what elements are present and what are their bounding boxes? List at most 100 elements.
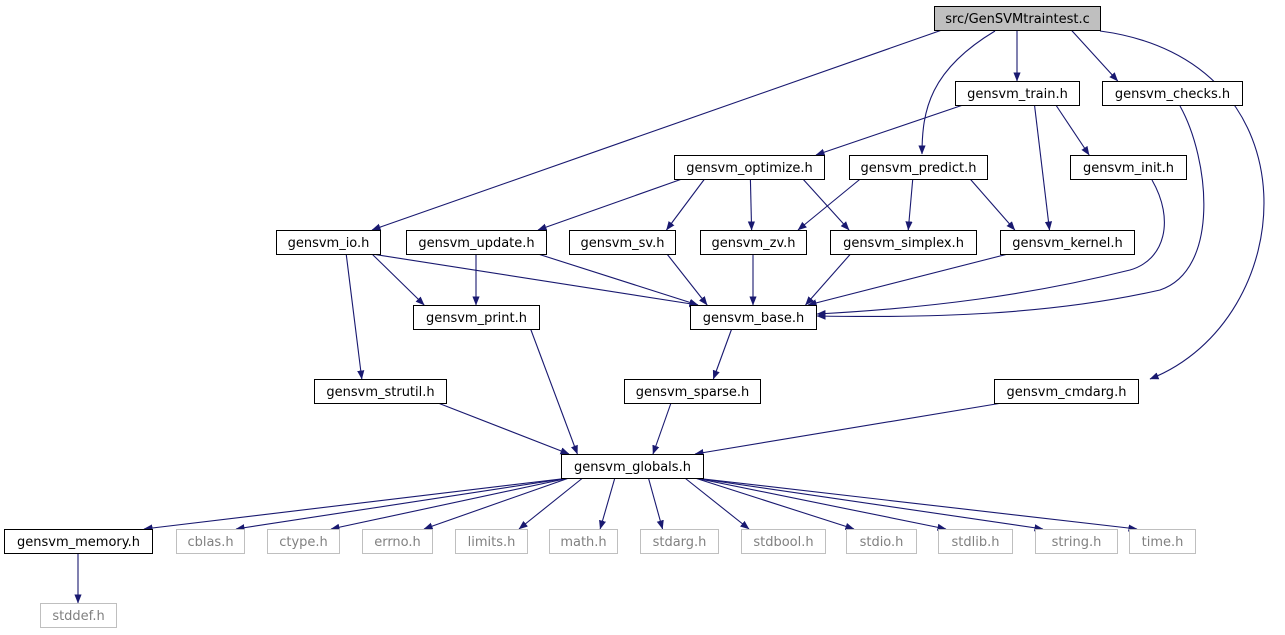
node-stdio: stdio.h — [846, 529, 917, 554]
node-box — [955, 81, 1080, 106]
edge-globals-to-stdarg — [647, 477, 664, 530]
node-box — [4, 529, 153, 554]
edge-cmdarg-to-globals — [694, 402, 1003, 457]
node-box — [1000, 230, 1135, 255]
edge-simplex-to-base — [805, 253, 851, 306]
node-label: gensvm_optimize.h — [686, 161, 813, 176]
node-label: stdbool.h — [753, 535, 813, 550]
node-label: gensvm_sv.h — [581, 236, 665, 251]
node-print[interactable]: gensvm_print.h — [413, 305, 540, 330]
edge-print-to-globals — [530, 328, 578, 455]
node-label: limits.h — [468, 535, 516, 550]
node-label: gensvm_init.h — [1083, 161, 1174, 176]
node-stdbool: stdbool.h — [741, 529, 826, 554]
node-label: gensvm_cmdarg.h — [1007, 385, 1127, 400]
node-box — [549, 529, 618, 554]
node-base[interactable]: gensvm_base.h — [690, 305, 817, 330]
node-cmdarg[interactable]: gensvm_cmdarg.h — [994, 379, 1139, 404]
node-box — [700, 230, 807, 255]
node-memory[interactable]: gensvm_memory.h — [4, 529, 153, 554]
edge-checks-to-base — [816, 105, 1205, 320]
node-box — [561, 454, 704, 479]
node-zv[interactable]: gensvm_zv.h — [700, 230, 807, 255]
node-box — [1102, 81, 1243, 106]
edge-init-to-base — [816, 179, 1165, 318]
node-label: gensvm_strutil.h — [326, 385, 434, 400]
node-label: gensvm_update.h — [418, 236, 534, 251]
node-io[interactable]: gensvm_io.h — [276, 230, 381, 255]
edge-sv-to-base — [666, 253, 708, 306]
node-box — [455, 529, 528, 554]
node-limits: limits.h — [455, 529, 528, 554]
node-box — [624, 379, 761, 404]
node-ctype: ctype.h — [267, 529, 340, 554]
edge-globals-to-stdbool — [684, 477, 750, 530]
node-box — [1129, 529, 1196, 554]
edge-root-to-io — [371, 29, 943, 231]
node-box — [1070, 155, 1187, 180]
node-stddef: stddef.h — [40, 603, 117, 628]
edge-globals-to-limits — [518, 477, 583, 530]
edge-train-to-optimize — [815, 104, 964, 156]
node-simplex[interactable]: gensvm_simplex.h — [830, 230, 977, 255]
node-box — [849, 155, 988, 180]
edge-base-to-sparse — [712, 328, 733, 380]
node-label: gensvm_zv.h — [712, 236, 796, 251]
node-box — [40, 603, 117, 628]
node-label: stdio.h — [860, 535, 904, 550]
node-checks[interactable]: gensvm_checks.h — [1102, 81, 1243, 106]
node-label: ctype.h — [279, 535, 328, 550]
node-label: gensvm_simplex.h — [843, 236, 964, 251]
node-strutil[interactable]: gensvm_strutil.h — [314, 379, 447, 404]
node-predict[interactable]: gensvm_predict.h — [849, 155, 988, 180]
edge-train-to-kernel — [1033, 104, 1053, 231]
node-label: src/GenSVMtraintest.c — [945, 12, 1090, 27]
edge-io-to-strutil — [345, 253, 365, 380]
node-label: gensvm_memory.h — [17, 535, 140, 550]
node-box — [741, 529, 826, 554]
node-cblas: cblas.h — [176, 529, 245, 554]
node-label: gensvm_io.h — [288, 236, 370, 251]
node-box — [406, 230, 547, 255]
edge-globals-to-errno — [423, 477, 570, 530]
node-box — [830, 230, 977, 255]
node-box — [569, 230, 676, 255]
node-label: gensvm_train.h — [967, 87, 1068, 102]
node-label: gensvm_base.h — [703, 311, 804, 326]
edge-globals-to-cblas — [235, 477, 570, 532]
node-box — [276, 230, 381, 255]
node-kernel[interactable]: gensvm_kernel.h — [1000, 230, 1135, 255]
node-globals[interactable]: gensvm_globals.h — [561, 454, 704, 479]
node-root[interactable]: src/GenSVMtraintest.c — [934, 6, 1101, 31]
edge-predict-to-zv — [797, 178, 861, 231]
edge-io-to-print — [371, 253, 425, 306]
node-label: stdarg.h — [653, 535, 707, 550]
node-train[interactable]: gensvm_train.h — [955, 81, 1080, 106]
node-sparse[interactable]: gensvm_sparse.h — [624, 379, 761, 404]
node-label: string.h — [1052, 535, 1102, 550]
node-errno: errno.h — [362, 529, 433, 554]
node-init[interactable]: gensvm_init.h — [1070, 155, 1187, 180]
node-label: time.h — [1142, 535, 1184, 550]
node-label: gensvm_globals.h — [574, 460, 691, 475]
node-sv[interactable]: gensvm_sv.h — [569, 230, 676, 255]
edge-optimize-to-update — [537, 178, 683, 231]
edge-update-to-base — [537, 253, 699, 306]
node-string: string.h — [1035, 529, 1118, 554]
edge-predict-to-simplex — [905, 178, 914, 231]
node-box — [994, 379, 1139, 404]
edge-globals-to-string — [694, 477, 1044, 532]
node-box — [640, 529, 719, 554]
node-optimize[interactable]: gensvm_optimize.h — [674, 155, 825, 180]
node-box — [413, 305, 540, 330]
node-box — [938, 529, 1013, 554]
edge-optimize-to-sv — [666, 178, 705, 231]
edge-optimize-to-simplex — [802, 178, 850, 231]
node-update[interactable]: gensvm_update.h — [406, 230, 547, 255]
edge-train-to-init — [1055, 104, 1090, 156]
node-label: cblas.h — [187, 535, 233, 550]
node-box — [314, 379, 447, 404]
node-box — [362, 529, 433, 554]
node-label: stdlib.h — [952, 535, 1000, 550]
